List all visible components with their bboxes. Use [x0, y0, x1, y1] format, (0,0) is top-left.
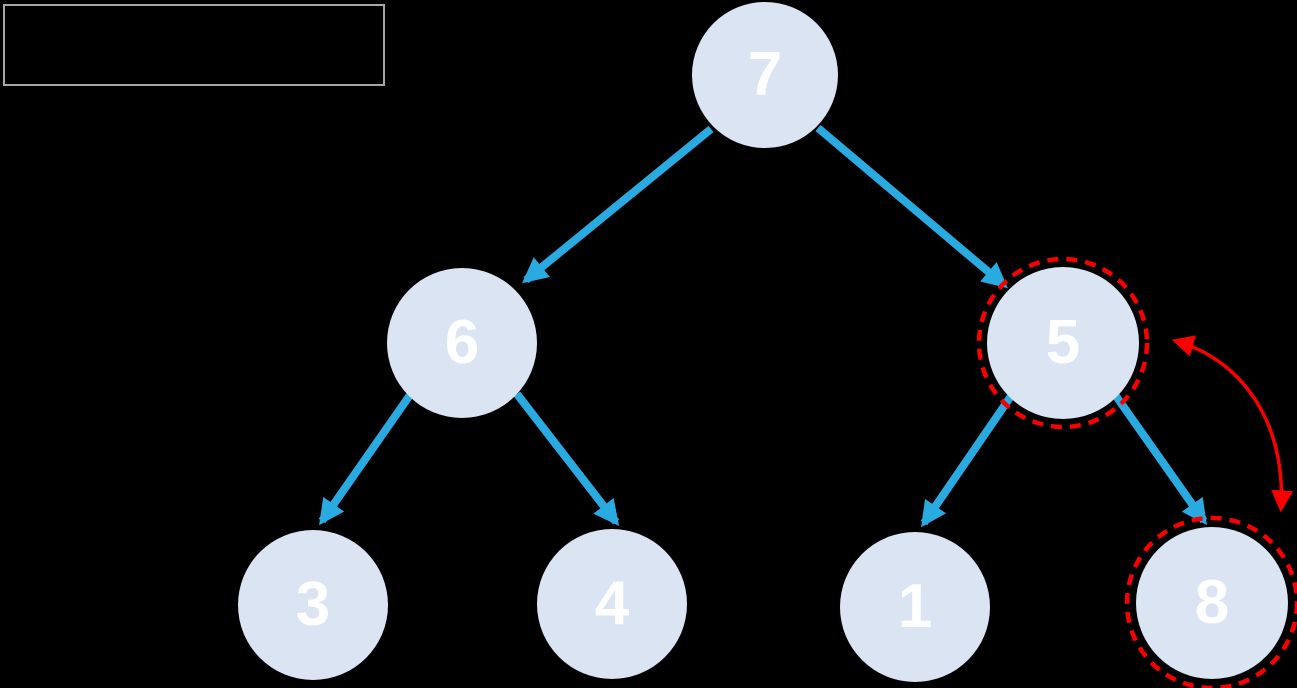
node-label: 8: [1194, 568, 1230, 637]
tree-node-3: 3: [238, 530, 388, 680]
tree-node-4: 4: [537, 529, 687, 679]
edge-5-1: [920, 393, 1015, 528]
tree-node-8: 8: [1136, 527, 1288, 679]
edge-7-6: [522, 125, 714, 284]
node-label: 1: [897, 572, 933, 641]
tree-node-5: 5: [987, 267, 1139, 419]
tree-node-6: 6: [387, 268, 537, 418]
tree-node-7: 7: [692, 2, 838, 148]
node-label: 4: [594, 569, 630, 638]
edge-7-5: [815, 124, 1008, 289]
highlight-ring-5: [976, 256, 1150, 430]
node-label: 7: [747, 40, 783, 109]
node-label: 3: [295, 570, 331, 639]
node-label: 6: [444, 308, 480, 377]
edge-6-4: [513, 391, 620, 527]
edge-5-8: [1112, 393, 1208, 526]
tree-node-1: 1: [840, 532, 990, 682]
edge-6-3: [318, 392, 414, 526]
highlight-ring-8: [1124, 515, 1297, 688]
title-box: [3, 4, 385, 86]
node-label: 5: [1045, 308, 1081, 377]
swap-arrow-5-8: [1171, 335, 1294, 513]
